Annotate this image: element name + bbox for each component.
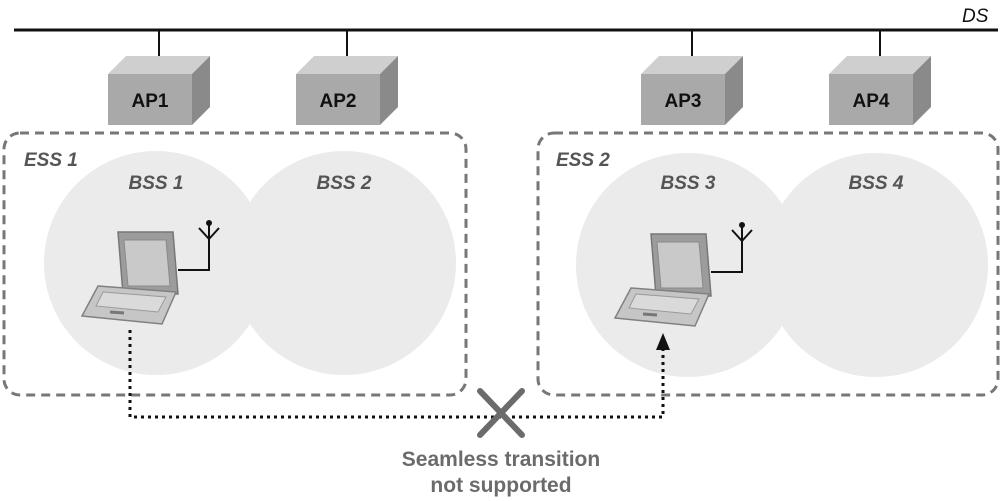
ess2-label: ESS 2 [556,150,610,171]
antenna-icon [178,220,220,271]
roaming-path [128,330,665,419]
ap1-box: AP1 [108,56,210,125]
transition-note-line2: not supported [430,474,571,497]
laptop-icon [80,231,179,325]
bss2-label: BSS 2 [317,173,372,194]
laptop-icon [613,233,712,327]
ess1-boundary [2,131,468,397]
ess2-boundary [536,131,1000,397]
ap3-box: AP3 [641,56,743,125]
bss2-coverage [232,151,456,375]
bss3-label: BSS 3 [661,173,716,194]
ess1-label: ESS 1 [24,150,78,171]
roaming-arrowhead [656,333,670,350]
bss-coverage-group [44,151,988,377]
ap2-label: AP2 [320,91,357,112]
bss1-label: BSS 1 [129,173,184,194]
ap3-label: AP3 [665,91,702,112]
antenna-icon [711,222,753,273]
transition-note-line1: Seamless transition [402,448,600,471]
ap4-label: AP4 [853,91,890,112]
ap1-label: AP1 [132,91,169,112]
ap2-box: AP2 [296,56,398,125]
bss4-coverage [764,153,988,377]
x-mark-icon [477,388,525,438]
ap4-box: AP4 [829,56,931,125]
bss4-label: BSS 4 [849,173,904,194]
ds-label: DS [962,6,989,27]
